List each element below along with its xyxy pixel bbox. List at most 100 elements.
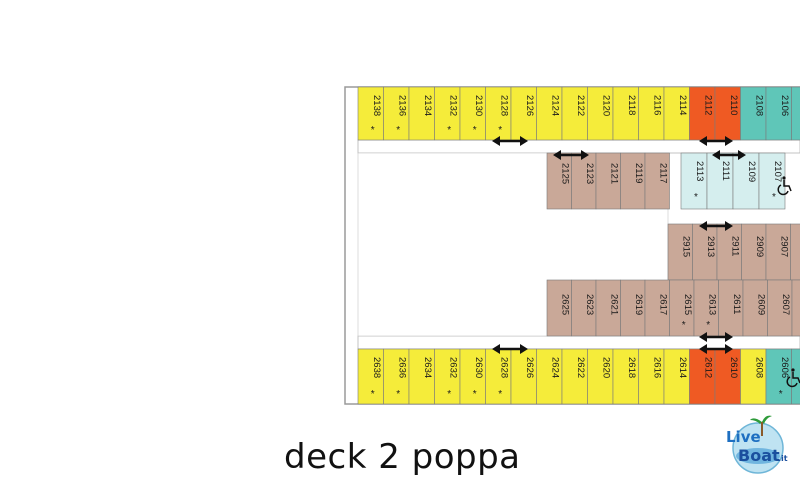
cabin-number: 2618 [626, 357, 637, 378]
liveboat-logo: Live Boat .it [726, 415, 788, 474]
cabin-2628[interactable]: 2628* [485, 348, 512, 405]
cabin-edge-17[interactable] [791, 86, 800, 141]
cabin-block [758, 152, 786, 210]
upper-corridor [357, 139, 800, 154]
cabin-2128[interactable]: 2128* [485, 86, 512, 141]
cabin-2110[interactable]: 2110 [714, 86, 741, 141]
cabin-number: 2638 [371, 357, 382, 378]
cabin-2612[interactable]: 2612 [689, 348, 716, 405]
cabin-2130[interactable]: 2130* [459, 86, 486, 141]
double-arrow-icon [699, 344, 733, 354]
cabin-2913[interactable]: 2913 [692, 223, 718, 281]
double-arrow-icon [492, 344, 528, 354]
cabin-edge-17[interactable] [791, 348, 800, 405]
cabin-block [536, 348, 563, 405]
logo-suffix: .it [778, 454, 788, 463]
cabin-block [595, 279, 621, 337]
cabin-2915[interactable]: 2915 [667, 223, 693, 281]
cabin-2120[interactable]: 2120 [587, 86, 614, 141]
cabin-2134[interactable]: 2134 [408, 86, 435, 141]
cabin-2136[interactable]: 2136* [383, 86, 410, 141]
cabin-2118[interactable]: 2118 [612, 86, 639, 141]
cabin-2610[interactable]: 2610 [714, 348, 741, 405]
cabin-2122[interactable]: 2122 [561, 86, 588, 141]
cabin-block [408, 86, 435, 141]
cabin-2111[interactable]: 2111 [706, 152, 734, 210]
cabin-2109[interactable]: 2109 [732, 152, 760, 210]
cabin-number: 2607 [780, 294, 791, 315]
star-mark: * [682, 320, 686, 331]
cabin-2132[interactable]: 2132* [434, 86, 461, 141]
star-mark: * [473, 125, 477, 136]
cabin-2630[interactable]: 2630* [459, 348, 486, 405]
cabin-2626[interactable]: 2626 [510, 348, 537, 405]
cabin-2911[interactable]: 2911 [716, 223, 742, 281]
cabin-2125[interactable]: 2125 [546, 152, 572, 210]
cabin-260[interactable]: 260 [791, 279, 800, 337]
cabin-number: 2610 [728, 357, 739, 378]
cabin-2625[interactable]: 2625 [546, 279, 572, 337]
cabin-2620[interactable]: 2620 [587, 348, 614, 405]
cabin-2614[interactable]: 2614 [663, 348, 690, 405]
cabin-2607[interactable]: 2607 [767, 279, 793, 337]
cabin-number: 2623 [584, 294, 595, 315]
cabin-2623[interactable]: 2623 [571, 279, 597, 337]
cabin-2613[interactable]: 2613* [693, 279, 719, 337]
cabin-2116[interactable]: 2116 [638, 86, 665, 141]
double-arrow-icon [699, 332, 733, 342]
cabin-2108[interactable]: 2108 [740, 86, 767, 141]
cabin-2621[interactable]: 2621 [595, 279, 621, 337]
cabin-block [740, 348, 767, 405]
cabin-2112[interactable]: 2112 [689, 86, 716, 141]
cabin-number: 2622 [575, 357, 586, 378]
cabin-2121[interactable]: 2121 [595, 152, 621, 210]
cabin-number: 2909 [754, 236, 765, 257]
cabin-block [663, 86, 690, 141]
cabin-2616[interactable]: 2616 [638, 348, 665, 405]
cabin-2113[interactable]: 2113* [680, 152, 708, 210]
cabin-2611[interactable]: 2611 [718, 279, 744, 337]
cabin-2634[interactable]: 2634 [408, 348, 435, 405]
cabin-2119[interactable]: 2119 [620, 152, 646, 210]
cabin-290[interactable]: 290 [790, 223, 800, 281]
cabin-block [692, 223, 718, 281]
cabin-number: 2624 [549, 357, 560, 378]
cabin-block [663, 348, 690, 405]
cabin-2606[interactable]: 2606* [765, 348, 792, 405]
cabin-2608[interactable]: 2608 [740, 348, 767, 405]
cabin-number: 2110 [728, 95, 739, 115]
cabin-2619[interactable]: 2619 [620, 279, 646, 337]
cabin-2106[interactable]: 2106 [765, 86, 792, 141]
cabin-block [791, 348, 800, 405]
cabin-2117[interactable]: 2117 [644, 152, 670, 210]
cabin-2138[interactable]: 2138* [357, 86, 384, 141]
cabin-2114[interactable]: 2114 [663, 86, 690, 141]
cabin-2907[interactable]: 2907 [765, 223, 791, 281]
cabin-number: 2125 [559, 163, 570, 184]
deck-caption: deck 2 poppa [284, 437, 521, 477]
cabin-2615[interactable]: 2615 * [669, 279, 695, 337]
cabin-number: 2117 [657, 163, 668, 183]
cabin-block [732, 152, 760, 210]
cabin-2126[interactable]: 2126 [510, 86, 537, 141]
cabin-number: 2617 [657, 294, 668, 315]
cabin-block [620, 152, 646, 210]
cabin-2909[interactable]: 2909 [741, 223, 767, 281]
cabin-2124[interactable]: 2124 [536, 86, 563, 141]
cabin-2622[interactable]: 2622 [561, 348, 588, 405]
cabin-2609[interactable]: 2609 [742, 279, 768, 337]
cabin-2636[interactable]: 2636* [383, 348, 410, 405]
cabin-2107[interactable]: 2107* [758, 152, 786, 210]
cabin-2624[interactable]: 2624 [536, 348, 563, 405]
cabin-number: 2615 [682, 294, 693, 315]
cabin-2617[interactable]: 2617 [644, 279, 670, 337]
cabin-number: 2121 [608, 163, 619, 184]
cabin-number: 2132 [447, 95, 458, 116]
cabin-2638[interactable]: 2638* [357, 348, 384, 405]
cabin-2632[interactable]: 2632* [434, 348, 461, 405]
cabin-2618[interactable]: 2618 [612, 348, 639, 405]
star-mark: * [498, 389, 502, 400]
cabin-2123[interactable]: 2123 [571, 152, 597, 210]
cabin-block [718, 279, 744, 337]
star-mark: * [498, 125, 502, 136]
